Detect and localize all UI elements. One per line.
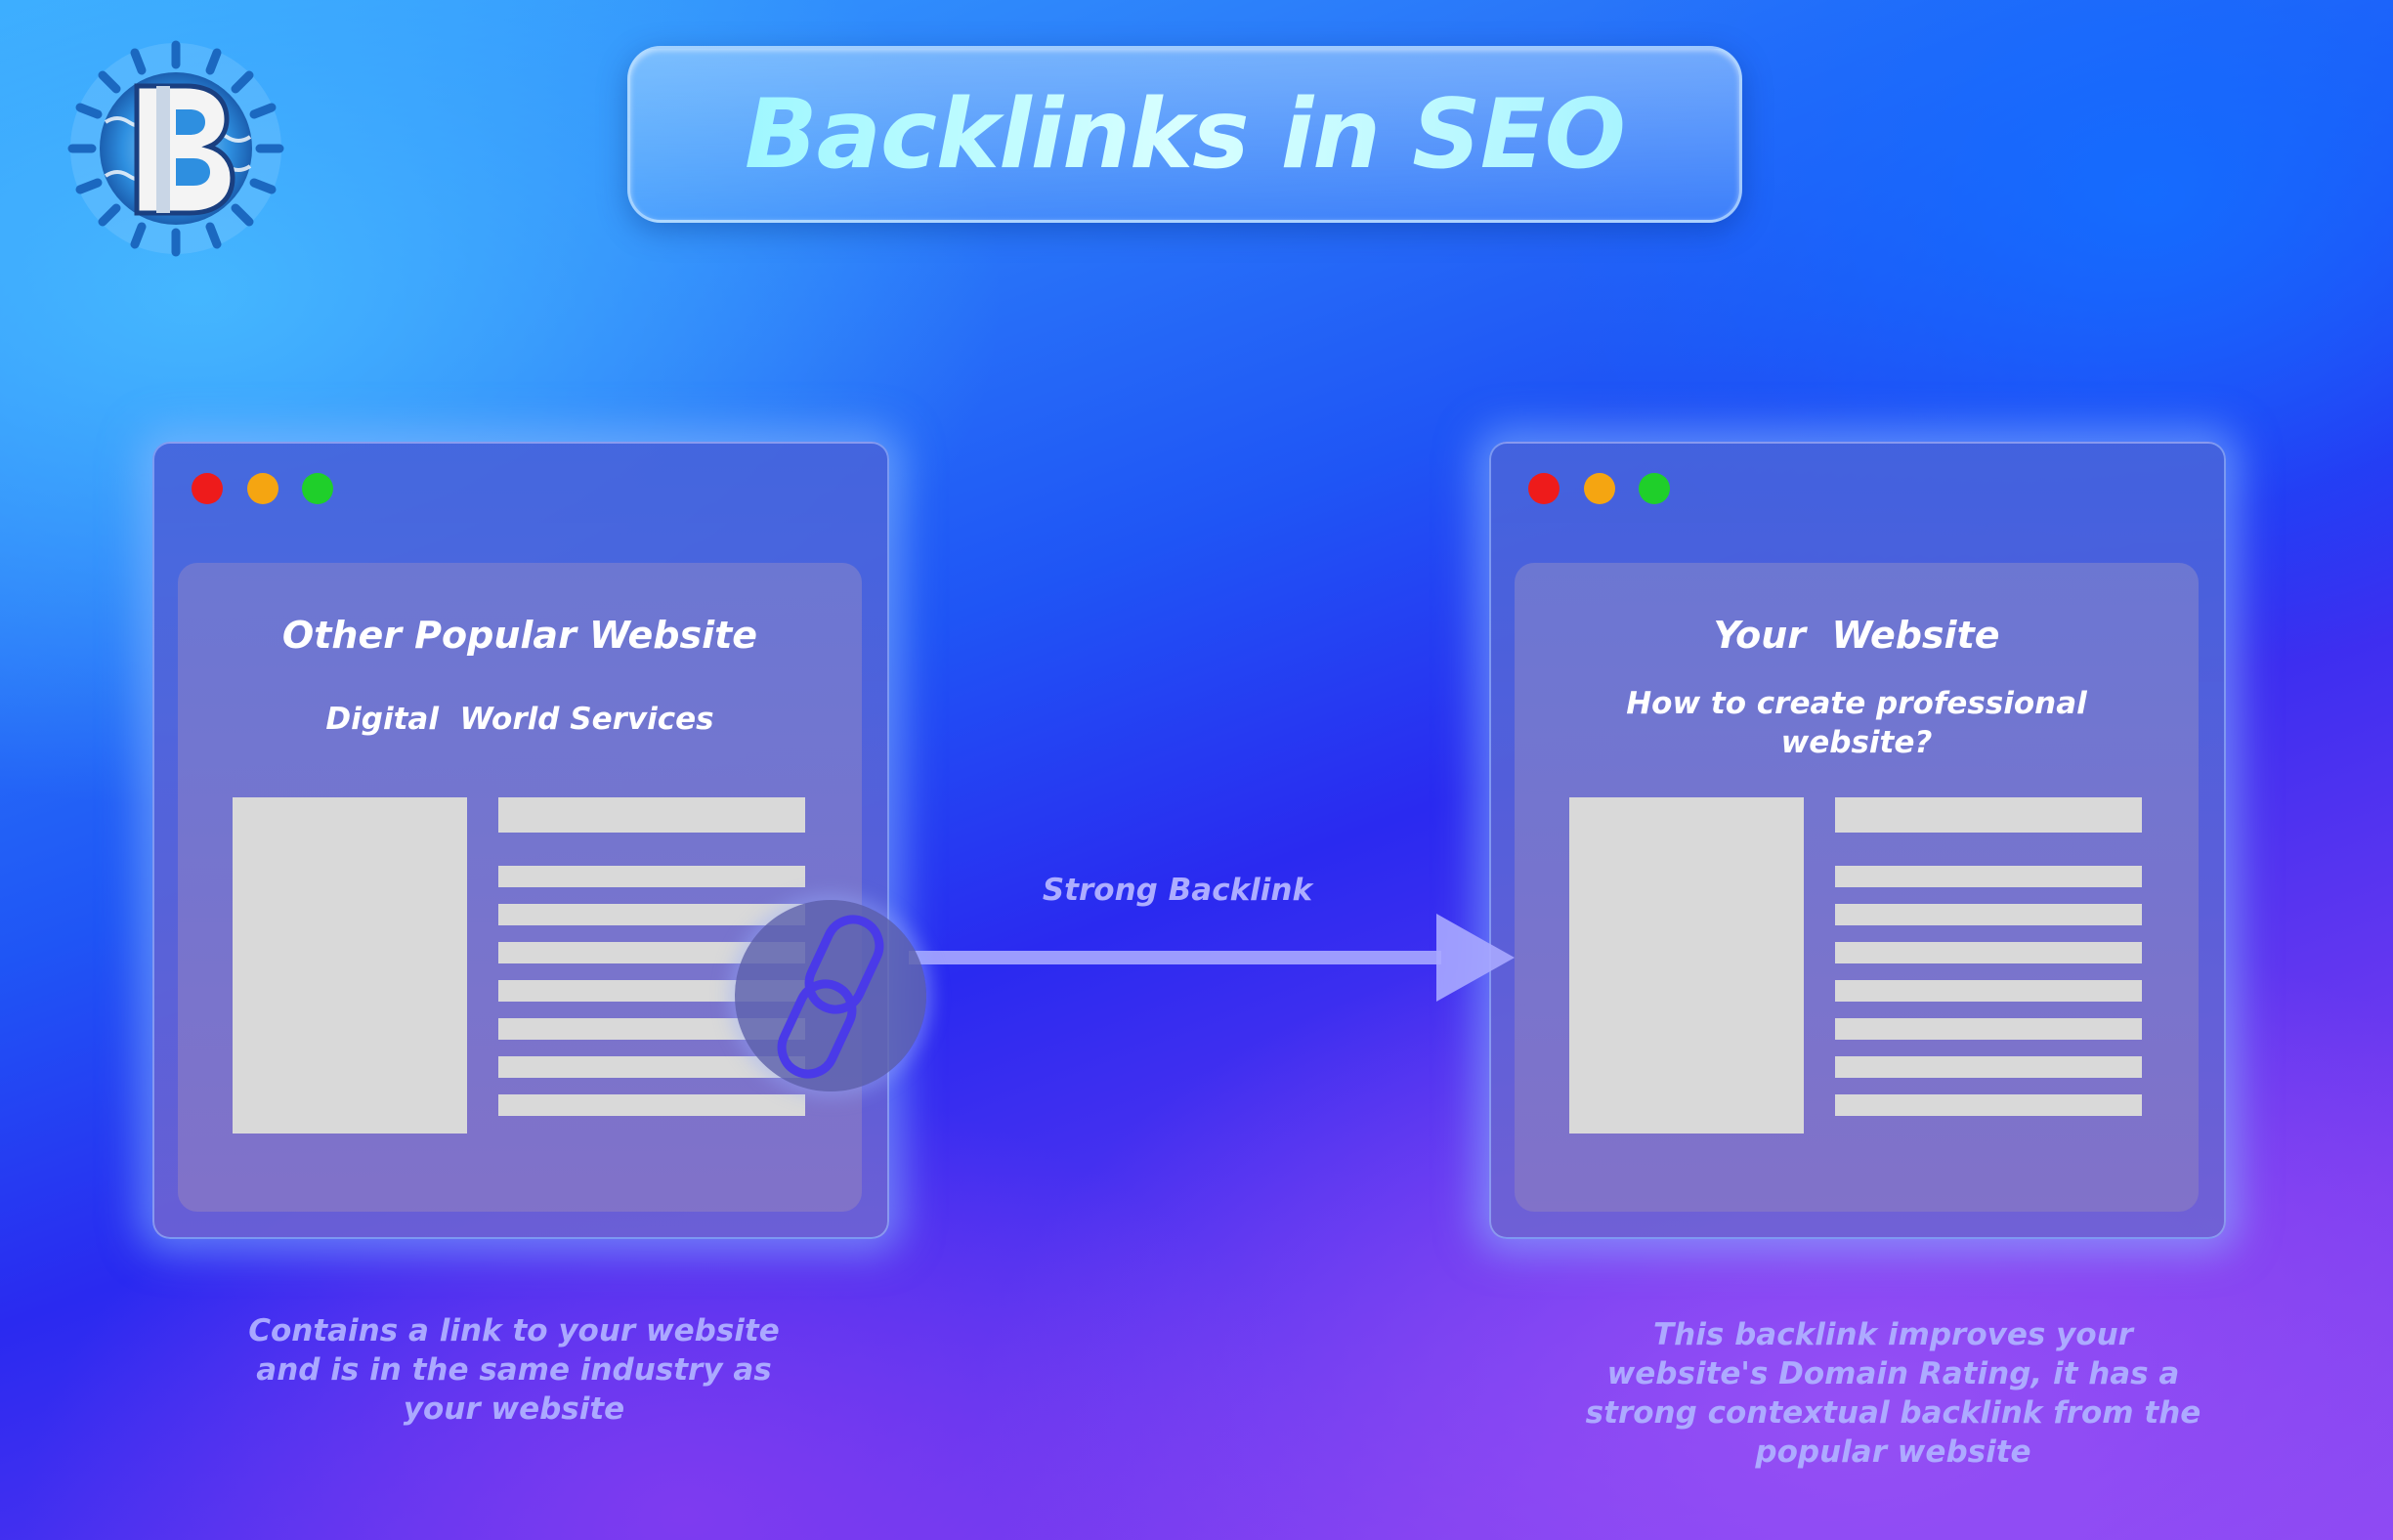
text-line-placeholder — [498, 1018, 805, 1040]
page-title: Backlinks in SEO — [745, 78, 1626, 191]
maximize-dot-icon — [302, 473, 333, 504]
text-line-placeholder — [498, 1094, 805, 1116]
minimize-dot-icon — [1584, 473, 1615, 504]
target-website-panel: Your Website How to create professional … — [1515, 563, 2199, 1212]
backlink-label: Strong Backlink — [1042, 873, 1313, 908]
close-dot-icon — [1528, 473, 1560, 504]
text-line-placeholder — [1835, 942, 2142, 963]
text-line-placeholder — [498, 942, 805, 963]
text-line-placeholder — [498, 1056, 805, 1078]
image-placeholder — [1569, 797, 1804, 1134]
target-website-subtitle: How to create professional website? — [1626, 686, 2098, 760]
text-line-placeholder — [1835, 980, 2142, 1002]
backlink-arrow — [909, 914, 1515, 1002]
target-website-title: Your Website — [1713, 614, 2000, 657]
text-line-placeholder — [498, 904, 805, 925]
maximize-dot-icon — [1639, 473, 1670, 504]
text-line-placeholder — [498, 866, 805, 887]
source-website-panel: Other Popular Website Digital World Serv… — [178, 563, 862, 1212]
heading-placeholder — [498, 797, 805, 833]
target-website-window: Your Website How to create professional … — [1489, 442, 2226, 1239]
source-website-subtitle: Digital World Services — [325, 702, 714, 737]
text-line-placeholder — [1835, 1018, 2142, 1040]
close-dot-icon — [192, 473, 223, 504]
source-website-title: Other Popular Website — [281, 614, 758, 657]
b-logo — [66, 39, 286, 259]
minimize-dot-icon — [247, 473, 278, 504]
image-placeholder — [233, 797, 467, 1134]
chain-link-icon — [735, 900, 926, 1091]
text-line-placeholder — [1835, 1056, 2142, 1078]
title-banner: Backlinks in SEO — [627, 46, 1742, 223]
source-website-window: Other Popular Website Digital World Serv… — [152, 442, 889, 1239]
text-line-placeholder — [1835, 866, 2142, 887]
target-caption: This backlink improves your website's Do… — [1585, 1317, 2201, 1470]
text-line-placeholder — [1835, 1094, 2142, 1116]
heading-placeholder — [1835, 797, 2142, 833]
text-line-placeholder — [1835, 904, 2142, 925]
text-line-placeholder — [498, 980, 805, 1002]
source-caption: Contains a link to your website and is i… — [248, 1313, 780, 1427]
